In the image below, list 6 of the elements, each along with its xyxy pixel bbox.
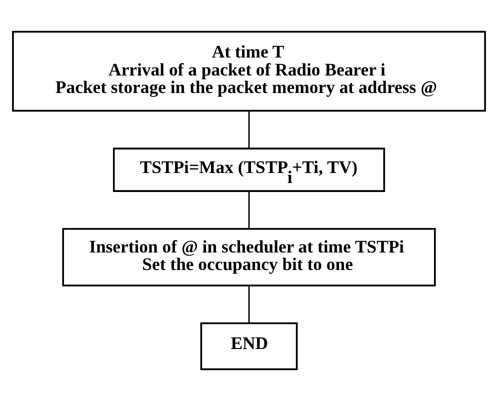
node-box: END	[200, 322, 298, 370]
node-box: Insertion of @ in scheduler at time TSTPi Set the occupancy bit to one	[62, 228, 436, 286]
connector	[248, 191, 250, 229]
connector	[248, 111, 250, 148]
node-box: At time T Arrival of a packet of Radio Bearer i Packet storage in the packet memory at address @	[12, 30, 486, 112]
connector	[248, 286, 250, 323]
